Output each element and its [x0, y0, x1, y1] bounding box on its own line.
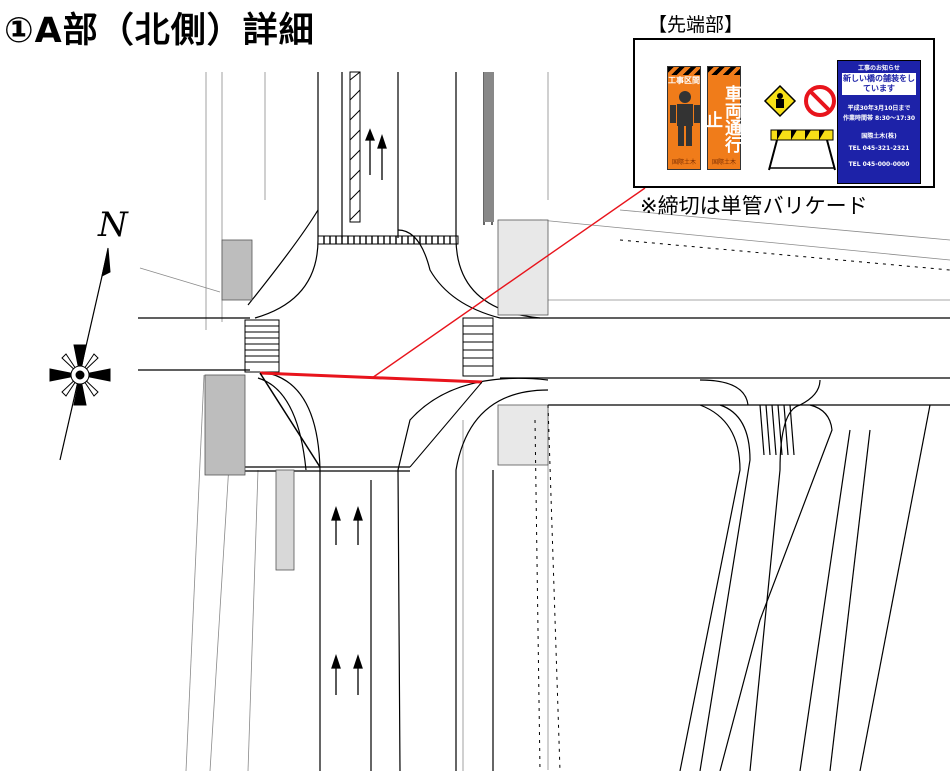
inset-caption: 【先端部】 [648, 14, 744, 36]
worker-figure-icon [670, 91, 700, 146]
sign1-top-text: 工事区間 [668, 76, 700, 85]
closure-diagonal-2 [409, 381, 483, 468]
no-entry-icon [804, 85, 836, 117]
hatched-medians [204, 71, 549, 571]
road-closed-sign: 車両通行止 国際土木 [702, 66, 741, 170]
board-hours: 作業時間帯 8:30～17:30 [842, 115, 916, 122]
dotted-edges [534, 239, 950, 771]
page-title: ①A部（北側）詳細 [4, 11, 315, 51]
background-linework [139, 72, 950, 771]
road-edges [138, 72, 950, 771]
construction-section-sign: 工事区間 国際土木 [667, 66, 701, 170]
sign2-bottom-text: 国際土木 [711, 159, 736, 166]
closure-red-line [259, 371, 483, 384]
board-main-text: 新しい橋の舗装をしています [843, 74, 915, 93]
crosswalks [244, 235, 795, 456]
construction-warning-icon [763, 84, 797, 118]
sign2-text: 車両通行止 [702, 85, 741, 153]
board-tel2: TEL 045-000-0000 [848, 161, 910, 168]
lane-arrows [331, 128, 387, 695]
barricade-icon [768, 129, 836, 171]
north-compass [49, 247, 111, 461]
construction-info-board: 工事のお知らせ 新しい橋の舗装をしています 平成30年3月10日まで 作業時間帯… [837, 60, 921, 184]
board-tel1: TEL 045-321-2321 [848, 145, 910, 152]
board-date: 平成30年3月10日まで [847, 105, 911, 112]
barricade-note: ※締切は単管バリケード [640, 194, 868, 218]
board-company: 国際土木(株) [861, 133, 897, 140]
closure-diagonal [259, 372, 321, 468]
north-label: N [97, 205, 129, 245]
tip-signage-inset: 工事区間 国際土木 車両通行止 国際土木 工事のお知らせ 新しい橋の舗装 [633, 38, 935, 188]
board-header: 工事のお知らせ [858, 65, 900, 72]
sign1-bottom-text: 国際土木 [671, 159, 696, 166]
leader-line [371, 187, 646, 379]
